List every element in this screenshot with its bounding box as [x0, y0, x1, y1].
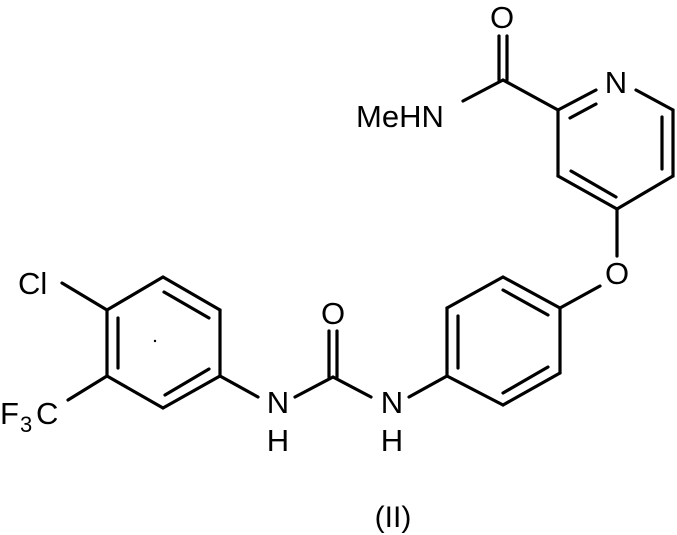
urea-nitrogen-left-label: N: [267, 385, 289, 420]
urea-hydrogen-right-label: H: [381, 423, 403, 458]
urea-hydrogen-left-label: H: [267, 423, 289, 458]
pyridine-ring: [556, 88, 675, 211]
urea-oxygen-label: O: [321, 296, 345, 331]
carbonyl-oxygen-label: O: [490, 0, 514, 35]
amide-carbonyl-bonds: [461, 34, 560, 112]
cf3-subscript-label: 3: [20, 412, 32, 437]
pyridine-nitrogen-label: N: [605, 65, 627, 100]
methylamide-label: MeHN: [356, 99, 444, 134]
cf3-c-label: C: [36, 396, 58, 431]
cf3-f-label: F: [0, 396, 19, 431]
urea-bonds: [293, 329, 449, 399]
ether-oxygen-label: O: [605, 256, 629, 291]
phenylene-ring: [445, 275, 562, 407]
ether-bonds: [558, 207, 619, 310]
aryl-ring: [60, 275, 260, 410]
compound-label: (II): [375, 501, 412, 534]
urea-nitrogen-right-label: N: [381, 385, 403, 420]
chloro-label: Cl: [18, 266, 47, 301]
